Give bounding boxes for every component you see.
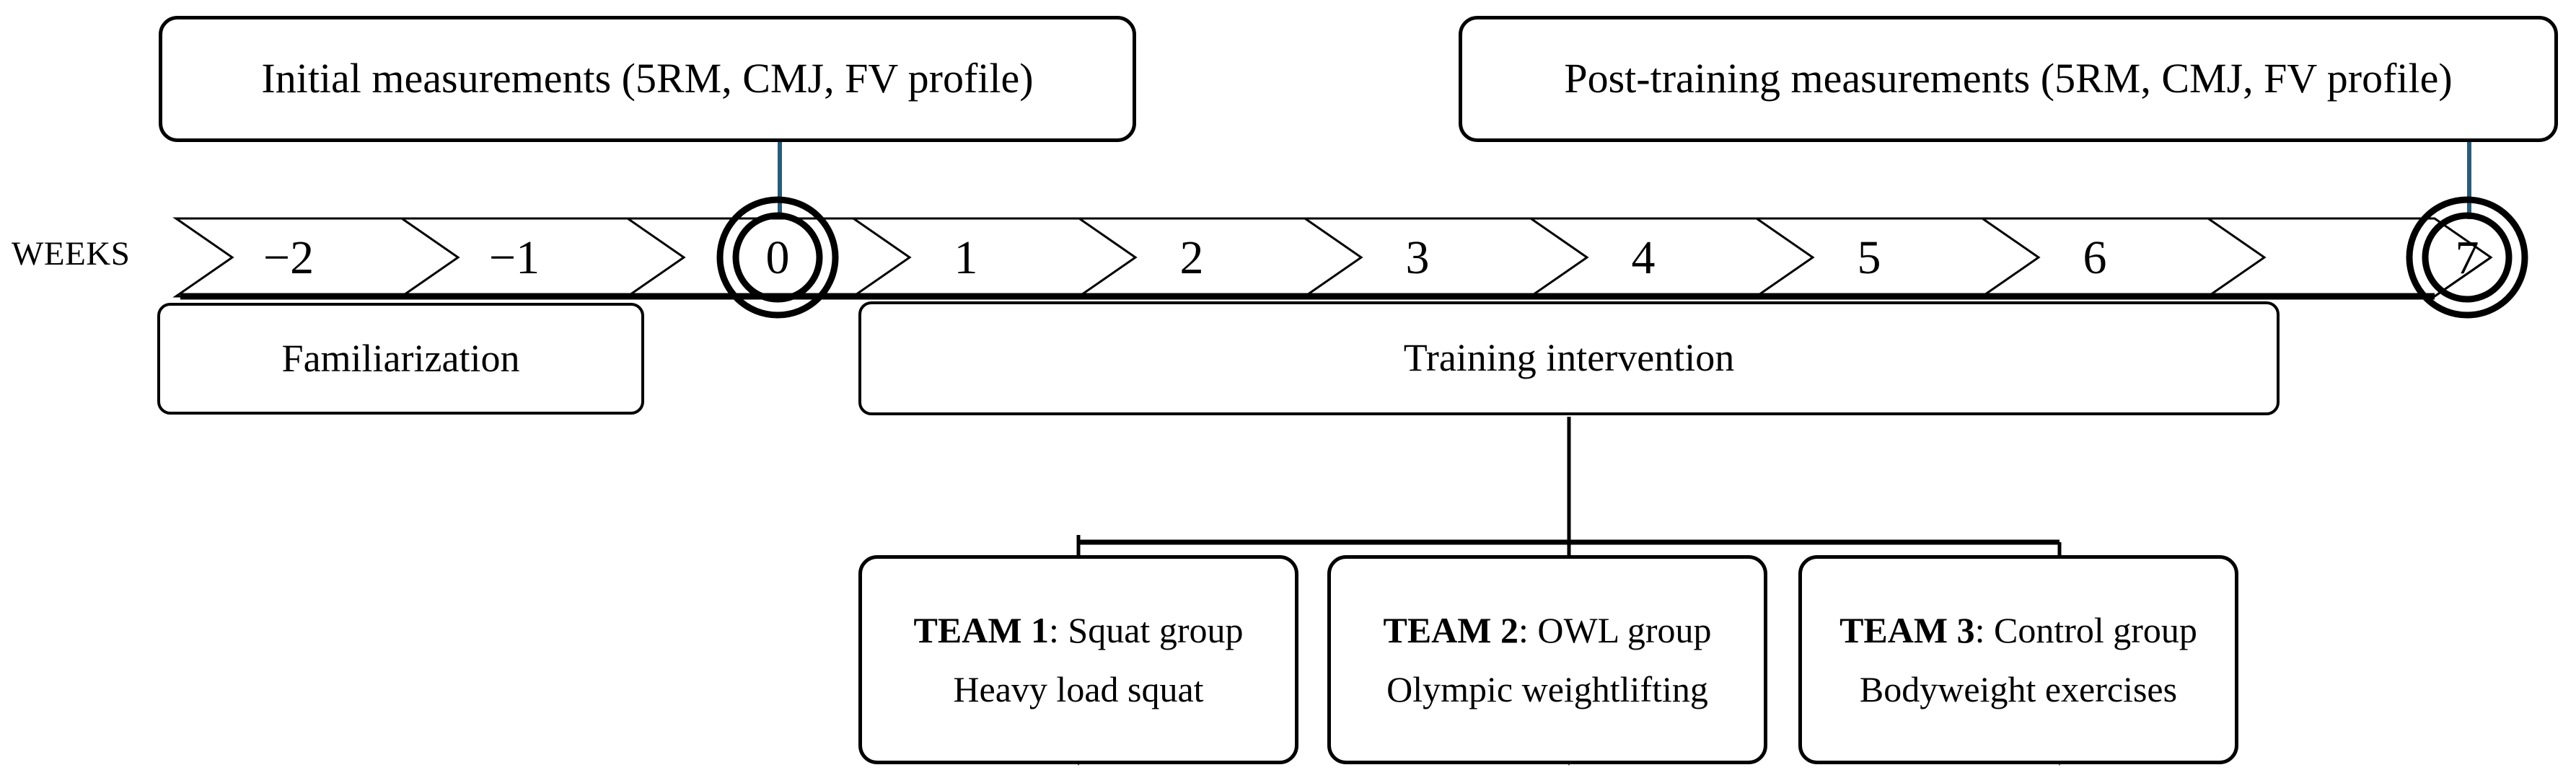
team-2-separator: :: [1518, 610, 1538, 650]
weeks-axis-label: WEEKS: [12, 235, 131, 273]
team-3-box: TEAM 3: Control group Bodyweight exercis…: [1798, 555, 2238, 764]
team-3-title: TEAM 3: Control group: [1839, 607, 2197, 653]
team-3-separator: :: [1974, 610, 1994, 650]
post-training-measurements-box: Post-training measurements (5RM, CMJ, FV…: [1459, 16, 2558, 142]
connector-post-to-week7: [2467, 141, 2471, 219]
team-2-title: TEAM 2: OWL group: [1383, 607, 1711, 653]
team-2-group: OWL group: [1537, 610, 1712, 650]
training-intervention-box: Training intervention: [858, 301, 2280, 415]
week-marker-0: [716, 196, 839, 319]
team-1-title: TEAM 1: Squat group: [914, 607, 1244, 653]
post-training-measurements-label: Post-training measurements (5RM, CMJ, FV…: [1564, 55, 2453, 102]
familiarization-label: Familiarization: [281, 336, 520, 380]
team-1-group: Squat group: [1068, 610, 1244, 650]
team-1-box: TEAM 1: Squat group Heavy load squat: [858, 555, 1298, 764]
team-1-separator: :: [1049, 610, 1068, 650]
training-intervention-label: Training intervention: [1403, 336, 1735, 380]
arrow-clip-mask: [830, 770, 2344, 783]
chevron-band: [172, 217, 2493, 300]
team-1-name: TEAM 1: [913, 610, 1050, 650]
initial-measurements-label: Initial measurements (5RM, CMJ, FV profi…: [261, 55, 1034, 102]
team-2-box: TEAM 2: OWL group Olympic weightlifting: [1327, 555, 1767, 764]
familiarization-box: Familiarization: [157, 303, 644, 415]
connector-initial-to-week0: [778, 141, 782, 219]
week-marker-7: [2406, 196, 2528, 319]
team-3-group: Control group: [1993, 610, 2197, 650]
team-2-name: TEAM 2: [1383, 610, 1518, 650]
team-3-name: TEAM 3: [1839, 610, 1975, 650]
team-1-description: Heavy load squat: [953, 669, 1204, 709]
initial-measurements-box: Initial measurements (5RM, CMJ, FV profi…: [159, 16, 1136, 142]
team-3-description: Bodyweight exercises: [1859, 669, 2178, 709]
team-2-description: Olympic weightlifting: [1386, 669, 1708, 709]
